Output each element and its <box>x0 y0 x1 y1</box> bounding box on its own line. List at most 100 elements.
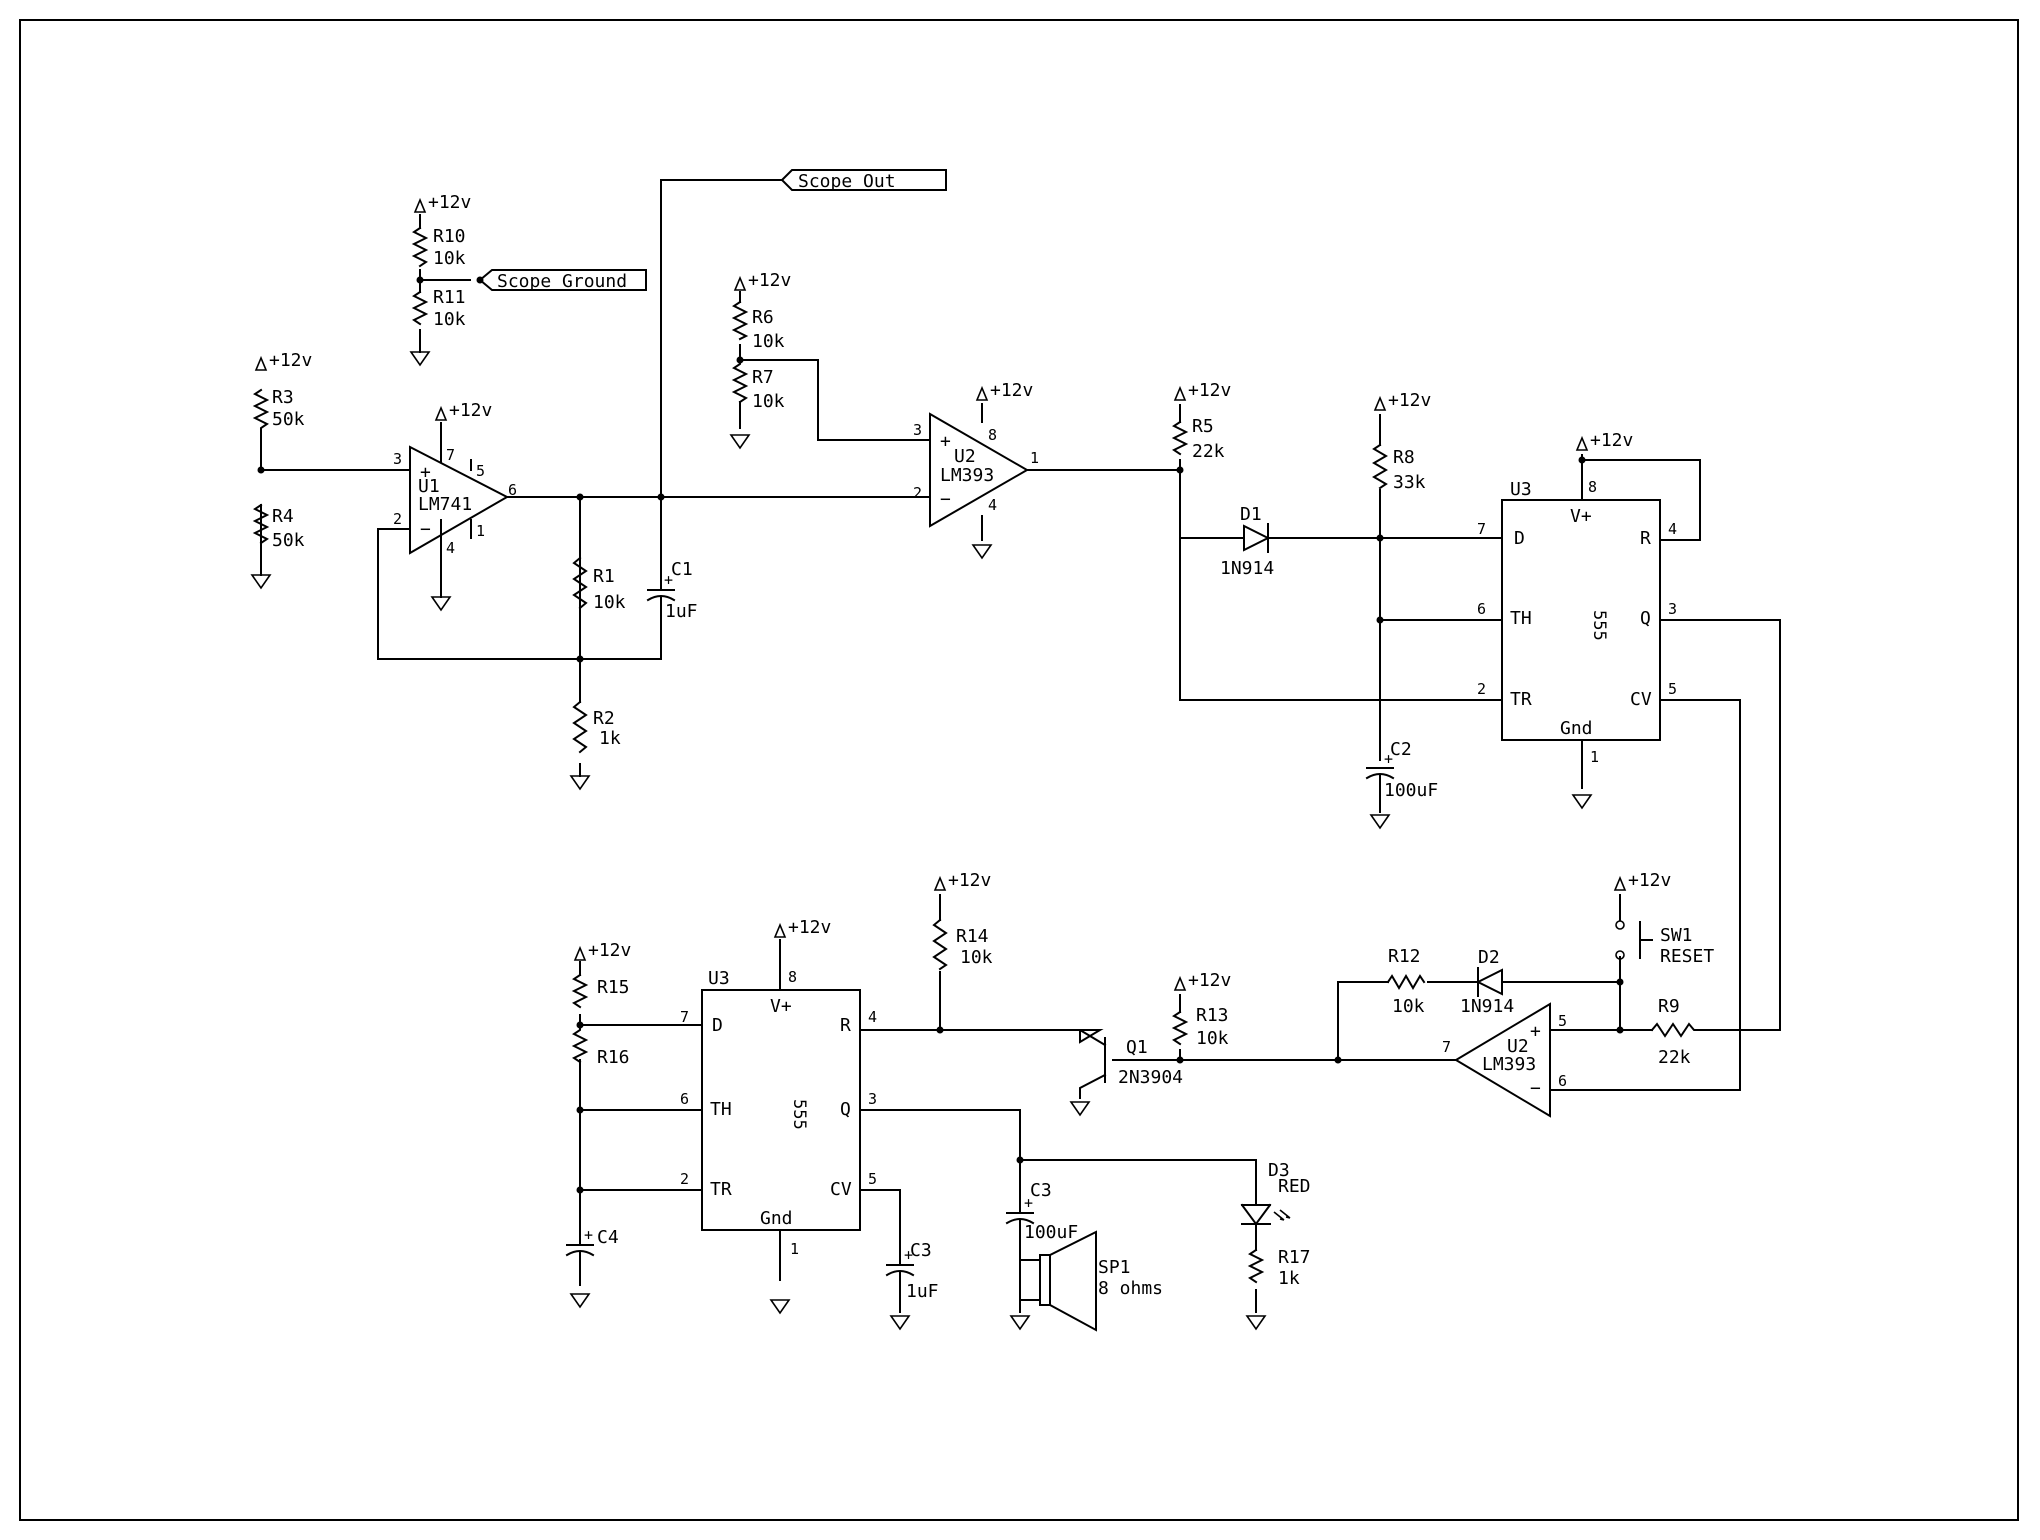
opamp-u2b: +− U2 LM393 5 6 7 <box>1442 1002 1567 1118</box>
svg-text:10k: 10k <box>433 309 466 330</box>
svg-text:4: 4 <box>988 496 997 514</box>
svg-text:TH: TH <box>1510 608 1532 629</box>
switch-sw1: SW1 RESET <box>1615 920 1714 967</box>
svg-text:+12v: +12v <box>1590 430 1633 451</box>
junction-dots <box>257 276 1624 1194</box>
svg-text:+12v: +12v <box>1388 390 1431 411</box>
svg-text:C2: C2 <box>1390 739 1412 760</box>
diode-symbols <box>1233 523 1515 1251</box>
svg-text:D3: D3 <box>1268 1160 1290 1181</box>
svg-text:10k: 10k <box>1392 996 1425 1017</box>
wires <box>260 179 1781 1313</box>
svg-text:+: + <box>584 1226 593 1244</box>
supply-r5: +12v <box>1174 380 1231 401</box>
svg-text:−: − <box>420 519 431 540</box>
svg-text:4: 4 <box>1668 520 1677 538</box>
svg-text:+12v: +12v <box>588 940 631 961</box>
svg-text:RESET: RESET <box>1660 946 1714 967</box>
opamp-u2a: +− U2 LM393 3 2 1 8 4 <box>913 412 1039 528</box>
svg-text:V+: V+ <box>1570 506 1592 527</box>
drawing-border <box>19 19 2019 1521</box>
svg-text:R9: R9 <box>1658 996 1680 1017</box>
timer-u3a: U3 D TH TR V+ R Q CV Gnd 555 7 6 2 8 4 3… <box>1477 478 1677 766</box>
svg-text:10k: 10k <box>593 592 626 613</box>
svg-text:555: 555 <box>789 1099 809 1130</box>
svg-text:+: + <box>420 462 431 483</box>
svg-text:Scope Out: Scope Out <box>798 171 896 192</box>
svg-text:+12v: +12v <box>1628 870 1671 891</box>
svg-text:TR: TR <box>1510 689 1532 710</box>
svg-text:R3: R3 <box>272 387 294 408</box>
svg-text:Gnd: Gnd <box>760 1208 793 1229</box>
svg-text:5: 5 <box>1558 1012 1567 1030</box>
svg-text:U2: U2 <box>1507 1036 1529 1057</box>
svg-text:U3: U3 <box>708 968 730 989</box>
supply-u3b: +12v <box>774 917 831 938</box>
svg-text:LM393: LM393 <box>1482 1054 1536 1075</box>
resistor-symbols <box>252 226 1711 1284</box>
svg-text:C3: C3 <box>1030 1180 1052 1201</box>
supply-u1: +12v <box>435 400 492 421</box>
svg-text:SW1: SW1 <box>1660 925 1693 946</box>
svg-text:+: + <box>1530 1021 1541 1042</box>
svg-text:6: 6 <box>1477 600 1486 618</box>
svg-text:R16: R16 <box>597 1047 630 1068</box>
capacitor-labels: C1 1uF C2 100uF C3 100uF C3 1uF C4 <box>597 559 1438 1302</box>
supply-r6: +12v <box>734 270 791 291</box>
svg-text:1: 1 <box>1030 449 1039 467</box>
svg-text:C1: C1 <box>671 559 693 580</box>
svg-text:1uF: 1uF <box>665 601 698 622</box>
supply-r3: +12v <box>255 350 312 371</box>
svg-text:7: 7 <box>446 446 455 464</box>
svg-text:8: 8 <box>988 426 997 444</box>
svg-text:Q: Q <box>1640 608 1651 629</box>
svg-text:22k: 22k <box>1192 441 1225 462</box>
svg-text:2: 2 <box>393 510 402 528</box>
svg-text:+12v: +12v <box>748 270 791 291</box>
svg-text:CV: CV <box>1630 689 1652 710</box>
svg-text:1: 1 <box>790 1240 799 1258</box>
svg-text:+: + <box>940 431 951 452</box>
svg-text:V+: V+ <box>770 996 792 1017</box>
svg-text:3: 3 <box>393 450 402 468</box>
svg-text:Gnd: Gnd <box>1560 718 1593 739</box>
svg-text:R: R <box>840 1015 851 1036</box>
svg-text:8 ohms: 8 ohms <box>1098 1278 1163 1299</box>
svg-text:C4: C4 <box>597 1227 619 1248</box>
svg-text:10k: 10k <box>960 947 993 968</box>
svg-text:+12v: +12v <box>990 380 1033 401</box>
svg-text:Scope Ground: Scope Ground <box>497 271 627 292</box>
svg-text:D2: D2 <box>1478 947 1500 968</box>
supply-r15: +12v <box>574 940 631 961</box>
svg-text:R: R <box>1640 528 1651 549</box>
svg-text:6: 6 <box>508 481 517 499</box>
transistor-q1: Q1 2N3904 <box>1104 1037 1183 1088</box>
svg-text:R10: R10 <box>433 226 466 247</box>
svg-text:100uF: 100uF <box>1384 780 1438 801</box>
diode-labels: D1 1N914 D2 1N914 D3 RED <box>1220 504 1514 1197</box>
supply-r8: +12v <box>1374 390 1431 411</box>
svg-text:33k: 33k <box>1393 472 1426 493</box>
svg-text:R2: R2 <box>593 708 615 729</box>
svg-text:22k: 22k <box>1658 1047 1691 1068</box>
svg-text:7: 7 <box>680 1008 689 1026</box>
svg-text:CV: CV <box>830 1179 852 1200</box>
svg-text:1N914: 1N914 <box>1220 558 1274 579</box>
svg-text:R6: R6 <box>752 307 774 328</box>
svg-text:+: + <box>664 571 673 589</box>
svg-text:5: 5 <box>868 1170 877 1188</box>
svg-text:Q: Q <box>840 1099 851 1120</box>
supply-r10: +12v <box>414 192 471 213</box>
svg-text:−: − <box>940 489 951 510</box>
svg-text:+: + <box>1384 750 1393 768</box>
supply-r14: +12v <box>934 870 991 891</box>
svg-text:U3: U3 <box>1510 479 1532 500</box>
svg-text:LM393: LM393 <box>940 465 994 486</box>
svg-text:1N914: 1N914 <box>1460 996 1514 1017</box>
svg-text:3: 3 <box>868 1090 877 1108</box>
svg-text:6: 6 <box>1558 1072 1567 1090</box>
opamp-u1: +− U1 LM741 3 2 6 7 5 4 1 <box>377 422 517 557</box>
svg-text:5: 5 <box>1668 680 1677 698</box>
svg-text:2: 2 <box>1477 680 1486 698</box>
